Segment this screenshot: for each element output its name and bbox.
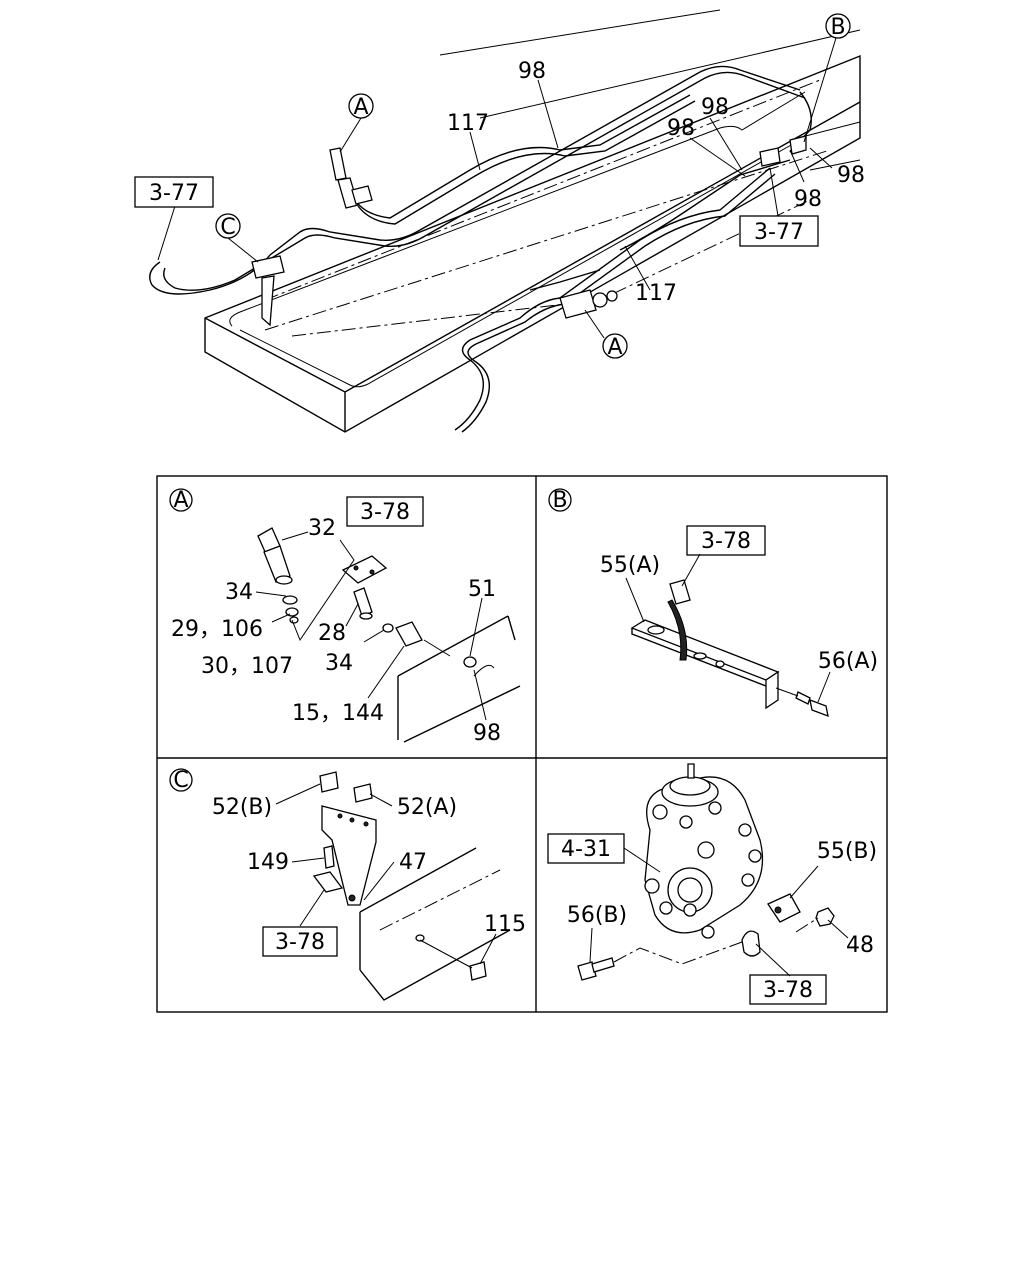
label-29-106: 29，106	[171, 617, 263, 642]
overview-leaders	[157, 37, 837, 339]
fuel-lines	[149, 65, 812, 433]
label-56-b: 56(B)	[567, 903, 627, 928]
panel-b-marker: B	[552, 488, 567, 513]
frame-rails	[439, 9, 861, 171]
ref-box-left-label: 3-77	[149, 181, 199, 206]
label-98-r3: 98	[837, 163, 865, 188]
fuel-tank	[204, 54, 861, 433]
ref-box-right	[739, 215, 819, 247]
label-98-r2: 98	[667, 116, 695, 141]
callout-b	[825, 13, 851, 39]
panel-c-ref-label: 3-78	[275, 930, 325, 955]
panel-c-marker: C	[173, 768, 188, 793]
label-48: 48	[846, 933, 874, 958]
label-52-b: 52(B)	[212, 795, 272, 820]
callout-a-bottom	[602, 333, 628, 359]
callout-c	[215, 213, 241, 239]
label-47: 47	[399, 850, 427, 875]
panel-d-ref-pump-label: 4-31	[561, 837, 611, 862]
ref-box-left	[134, 176, 214, 208]
label-117-bottom: 117	[635, 281, 677, 306]
panel-d-ref-bottom-box	[749, 974, 827, 1005]
label-115: 115	[484, 912, 526, 937]
label-15-144: 15，144	[292, 701, 384, 726]
panel-d-ref-bottom-label: 3-78	[763, 978, 813, 1003]
panel-a-marker: A	[173, 488, 188, 513]
panel-c-ref-box	[262, 926, 338, 957]
detail-panel-b: B 3-78 55(A) 56(A)	[548, 488, 878, 718]
label-117-top: 117	[447, 111, 489, 136]
panel-b-ref-box	[686, 525, 766, 556]
ref-box-right-label: 3-77	[754, 220, 804, 245]
callout-a-top	[348, 93, 374, 119]
overview-illustration: A A B C 3-77 3-77 98 117 98 98 98 98 117	[134, 9, 865, 433]
label-32: 32	[308, 516, 336, 541]
label-98-r4: 98	[794, 187, 822, 212]
label-98-top: 98	[518, 59, 546, 84]
panel-a-ref-box	[346, 496, 424, 527]
label-98-detail-a: 98	[473, 721, 501, 746]
callout-b-label: B	[830, 15, 845, 40]
label-51: 51	[468, 577, 496, 602]
label-52-a: 52(A)	[397, 795, 457, 820]
detail-panel-a: A 3-78 32 34 29，106 30，107	[169, 488, 521, 746]
label-55-b: 55(B)	[817, 839, 877, 864]
label-98-r1: 98	[701, 95, 729, 120]
callout-a-top-label: A	[353, 95, 368, 120]
label-56-a: 56(A)	[818, 649, 878, 674]
panel-a-ref-label: 3-78	[360, 500, 410, 525]
detail-panel-d: 4-31 3-78	[547, 763, 877, 1005]
connectors	[251, 135, 807, 327]
label-55-a: 55(A)	[600, 553, 660, 578]
detail-panel-c: C 3-78 52(B) 52(A) 149 47 115	[169, 768, 526, 1001]
label-30-107: 30，107	[201, 654, 293, 679]
label-34-b: 34	[325, 651, 353, 676]
label-149: 149	[247, 850, 289, 875]
detail-grid	[156, 475, 888, 1013]
injection-pump	[644, 763, 764, 939]
callout-a-bottom-label: A	[607, 335, 622, 360]
label-28: 28	[318, 621, 346, 646]
panel-b-ref-label: 3-78	[701, 529, 751, 554]
label-34-a: 34	[225, 580, 253, 605]
callout-c-label: C	[220, 215, 235, 240]
